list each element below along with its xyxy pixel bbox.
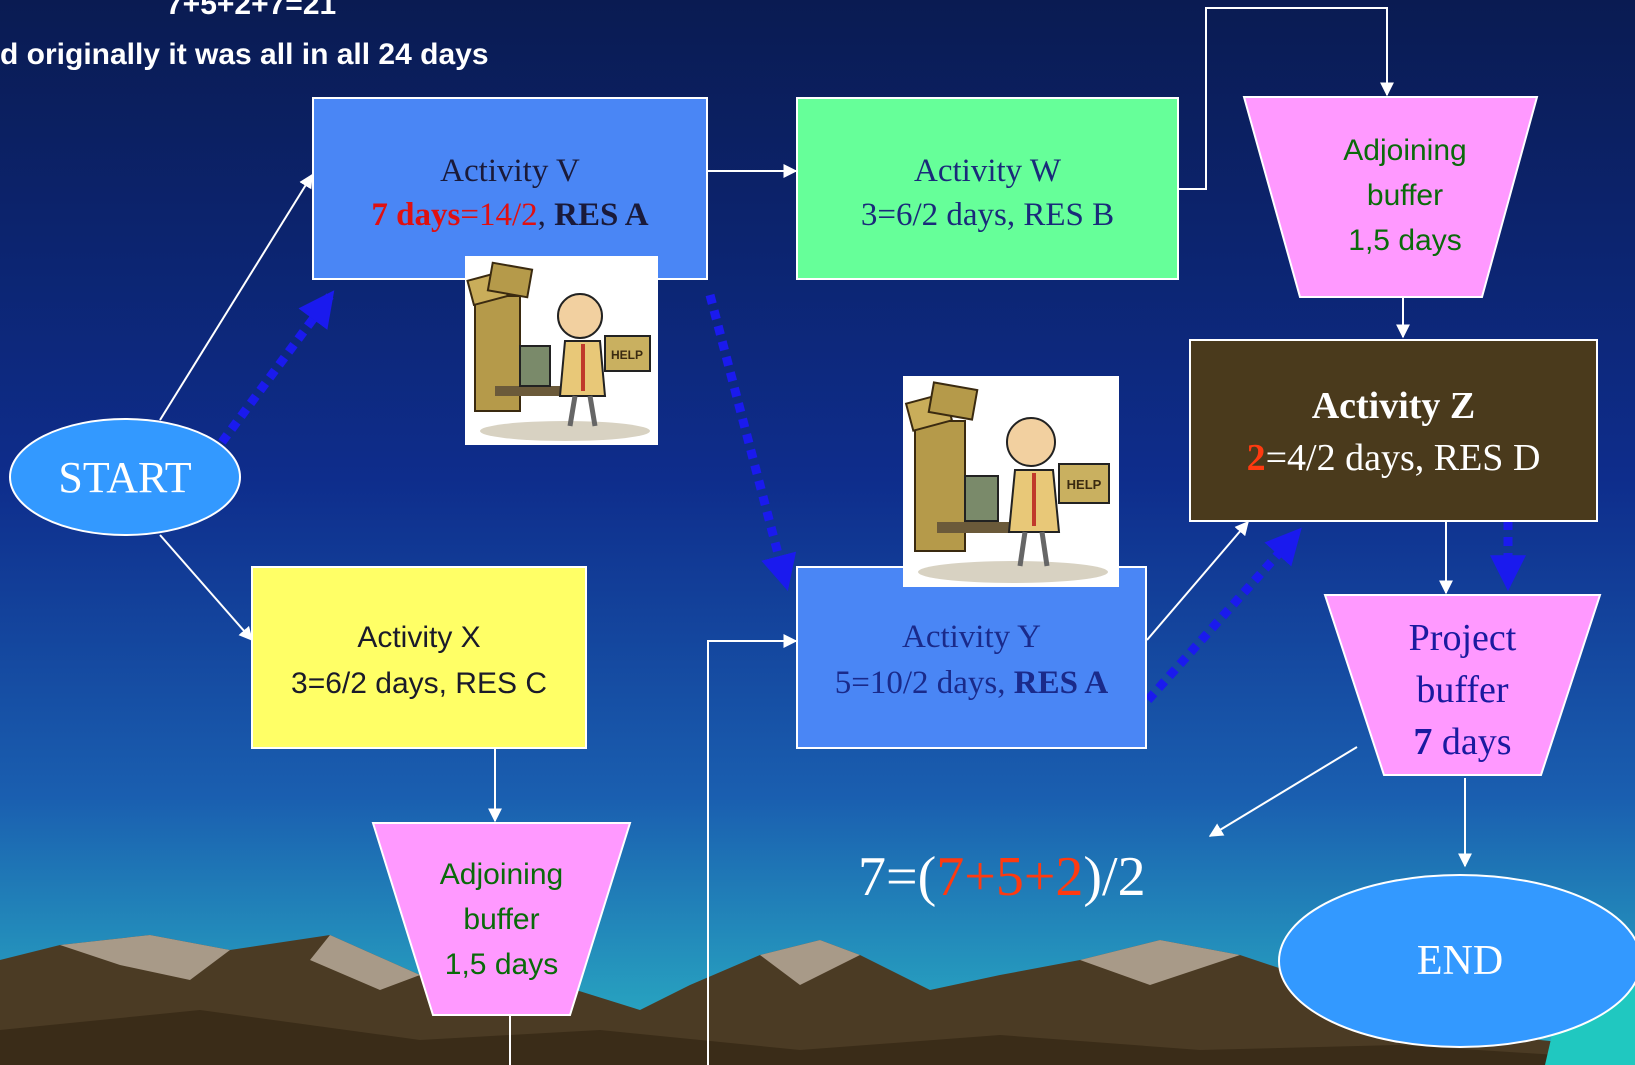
project-buffer-line3: 7 days [1325, 716, 1600, 768]
activity-v-days-calc: =14/2 [460, 197, 538, 233]
adjoining-buffer-top-line2: buffer [1366, 179, 1444, 212]
formula-inner: 7+5+2 [936, 846, 1084, 908]
project-buffer-label: Project buffer 7 days [1325, 612, 1600, 768]
chain-start-to-v [218, 290, 335, 445]
critical-chain-path [218, 290, 1526, 703]
start-node [9, 418, 241, 536]
adjoining-buffer-top-label: Adjoining buffer 1,5 days [1270, 128, 1540, 263]
end-label: END [1416, 938, 1504, 984]
arrow-y-to-z [1146, 520, 1249, 641]
activity-x-box [251, 566, 587, 749]
activity-y-name: Activity Y [901, 619, 1041, 655]
activity-w-detail: 3=6/2 days, RES B [860, 197, 1115, 233]
overworked-worker-illustration-2: HELP [903, 376, 1119, 587]
project-buffer-line2: buffer [1416, 669, 1509, 711]
activity-y-resource: RES A [1013, 665, 1109, 701]
project-buffer-days: 7 [1413, 721, 1433, 763]
activity-v-box [312, 97, 708, 280]
mountain-range [0, 935, 1635, 1065]
activity-y-detail: 5=10/2 days, RES A [797, 660, 1146, 706]
activity-z-detail: 2=4/2 days, RES D [1190, 432, 1597, 484]
activity-y-box [796, 566, 1147, 749]
dependency-arrows [159, 7, 1472, 1065]
activity-v-detail: 7 days=14/2, RES A [313, 193, 707, 237]
activity-z-days-calc: =4/2 days, RES D [1265, 437, 1541, 479]
arrow-to-y [707, 634, 798, 1065]
arrow-w-to-buffer [1178, 7, 1394, 190]
arrow-start-to-v [159, 173, 313, 421]
activity-y-days: 5=10/2 days, [834, 665, 1014, 701]
activity-z-name: Activity Z [1311, 385, 1476, 427]
activity-z-label: Activity Z 2=4/2 days, RES D [1190, 380, 1597, 484]
help-sign-text: HELP [611, 348, 643, 362]
activity-w-label: Activity W 3=6/2 days, RES B [797, 149, 1178, 237]
activity-v-name: Activity V [440, 153, 580, 189]
activity-x-detail: 3=6/2 days, RES C [291, 667, 547, 700]
activity-y-label: Activity Y 5=10/2 days, RES A [797, 614, 1146, 706]
original-duration-note: d originally it was all in all 24 days [0, 38, 489, 71]
formula-tail: )/2 [1083, 846, 1146, 908]
adjoining-buffer-top-line1: Adjoining [1343, 134, 1467, 167]
activity-v-label: Activity V 7 days=14/2, RES A [313, 149, 707, 237]
start-label: START [58, 453, 192, 502]
adjoining-buffer-bottom-line3: 1,5 days [444, 948, 559, 981]
activity-z-days: 2 [1246, 437, 1266, 479]
activity-v-sep: , [537, 197, 555, 233]
activity-x-label: Activity X 3=6/2 days, RES C [252, 615, 586, 707]
project-buffer-line1: Project [1408, 617, 1517, 659]
adjoining-buffer-bottom-shape [371, 822, 632, 1016]
adjoining-buffer-top-shape [1242, 96, 1539, 298]
help-sign-text: HELP [1067, 477, 1102, 492]
adjoining-buffer-bottom-label: Adjoining buffer 1,5 days [373, 852, 630, 987]
project-buffer-days-unit: days [1432, 721, 1512, 763]
arrow-to-formula [1208, 746, 1358, 837]
overworked-worker-illustration-1: HELP [465, 256, 658, 445]
activity-v-resource: RES A [554, 197, 649, 233]
activity-w-box [796, 97, 1179, 280]
activity-z-box [1189, 339, 1598, 522]
adjoining-buffer-bottom-line2: buffer [463, 903, 540, 936]
formula-lead: 7=( [858, 846, 937, 908]
activity-w-name: Activity W [914, 153, 1061, 189]
activity-v-days: 7 days [371, 197, 461, 233]
project-buffer-formula: 7=(7+5+2)/2 [858, 845, 1146, 909]
chain-v-to-y [705, 293, 797, 591]
chain-y-to-z [1144, 527, 1302, 703]
sum-note: 7+5+2+7=21 [166, 0, 337, 21]
end-node [1278, 874, 1635, 1048]
arrow-start-to-x [159, 534, 253, 642]
adjoining-buffer-bottom-line1: Adjoining [439, 858, 564, 891]
project-buffer-shape [1323, 594, 1602, 776]
adjoining-buffer-top-line3: 1,5 days [1348, 224, 1462, 257]
activity-x-name: Activity X [357, 621, 481, 654]
